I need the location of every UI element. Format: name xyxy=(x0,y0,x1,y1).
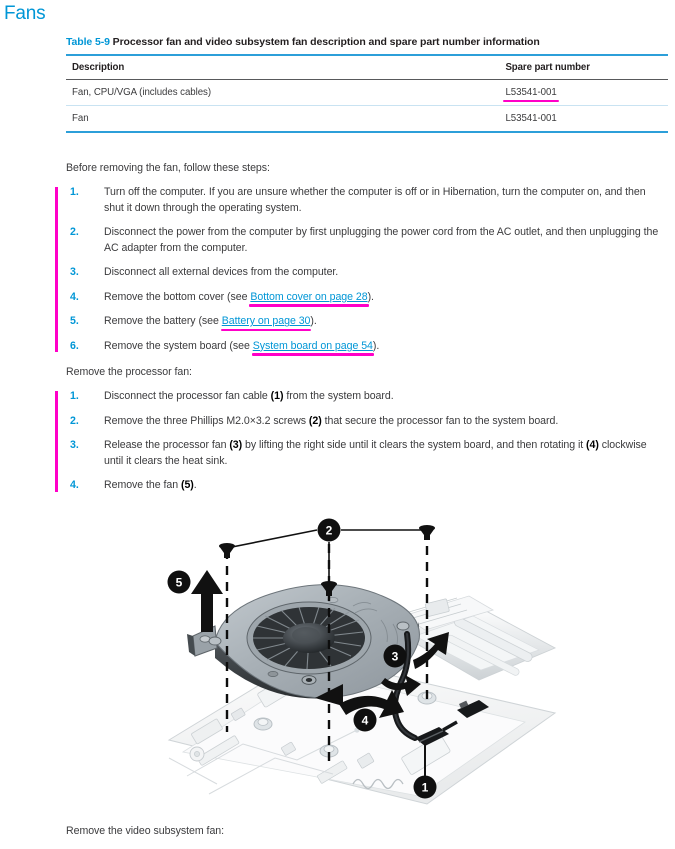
table-number: Table 5-9 xyxy=(66,36,110,48)
step-text-part: Disconnect the processor fan cable xyxy=(104,390,271,403)
step-text-part: that secure the processor fan to the sys… xyxy=(321,414,559,427)
table-header-row: Description Spare part number xyxy=(66,54,668,81)
step-text-part: clockwise until it clears the heat sink. xyxy=(104,439,647,467)
step-text: Disconnect all external devices from the… xyxy=(104,266,339,279)
step-number: 6. xyxy=(70,339,79,352)
step-text-part: by lifting the right side until it clear… xyxy=(242,439,587,452)
step-number: 3. xyxy=(70,439,79,452)
link-battery[interactable]: Battery on page 30 xyxy=(221,315,311,328)
cell-spare-part-number: L53541-001 xyxy=(499,79,668,107)
cell-description: Fan, CPU/VGA (includes cables) xyxy=(66,79,500,107)
callout-marker-3: 3 xyxy=(383,644,407,668)
step-text-part: Remove the fan xyxy=(104,479,181,492)
step-text-suffix: ). xyxy=(372,339,380,352)
table-row: Fan L53541-001 xyxy=(66,105,668,134)
step-text-part: Release the processor fan xyxy=(104,439,230,452)
fan-removal-figure: 2 5 3 4 1 xyxy=(157,508,577,808)
step-text: Disconnect the power from the computer b… xyxy=(104,226,659,254)
svg-text:5: 5 xyxy=(176,575,183,589)
list-item: 3. Release the processor fan (3) by lift… xyxy=(66,438,668,469)
step-number: 1. xyxy=(70,390,79,403)
list-item: 5. Remove the battery (see Battery on pa… xyxy=(66,314,668,329)
step-text: Turn off the computer. If you are unsure… xyxy=(104,186,646,214)
callout-marker-1: 1 xyxy=(413,775,437,799)
link-bottom-cover[interactable]: Bottom cover on page 28 xyxy=(250,290,368,303)
step-text-part: Remove the three Phillips M2.0×3.2 screw… xyxy=(104,414,309,427)
list-item: 2. Disconnect the power from the compute… xyxy=(66,225,668,256)
step-text-prefix: Remove the battery (see xyxy=(104,315,222,328)
step-text-part: from the system board. xyxy=(283,390,394,403)
step-text-suffix: ). xyxy=(310,315,317,328)
list-item: 1. Turn off the computer. If you are uns… xyxy=(66,185,668,216)
step-number: 1. xyxy=(70,186,79,199)
table-caption: Table 5-9 Processor fan and video subsys… xyxy=(66,36,668,49)
list-item: 6. Remove the system board (see System b… xyxy=(66,339,668,354)
list-item: 2. Remove the three Phillips M2.0×3.2 sc… xyxy=(66,414,668,429)
next-procedure-intro: Remove the video subsystem fan: xyxy=(66,824,225,837)
list-item: 4. Remove the fan (5). xyxy=(66,478,668,493)
procedure-intro: Remove the processor fan: xyxy=(66,366,192,379)
column-header-spare-part-number: Spare part number xyxy=(499,54,668,81)
page-content: Table 5-9 Processor fan and video subsys… xyxy=(55,36,668,839)
step-text-part: . xyxy=(193,479,197,492)
callout-2-leaders xyxy=(226,528,425,586)
list-item: 1. Disconnect the processor fan cable (1… xyxy=(66,389,668,404)
page-title: Fans xyxy=(4,3,46,24)
callout-ref: (4) xyxy=(586,439,599,452)
cell-description: Fan xyxy=(66,105,500,134)
callout-ref: (3) xyxy=(229,439,243,452)
table-row: Fan, CPU/VGA (includes cables) L53541-00… xyxy=(66,79,668,107)
step-text-suffix: ). xyxy=(367,290,374,303)
list-item: 3. Disconnect all external devices from … xyxy=(66,265,668,280)
step-number: 4. xyxy=(70,290,79,303)
column-header-description: Description xyxy=(66,54,500,81)
step-text-prefix: Remove the bottom cover (see xyxy=(104,290,251,303)
callout-marker-4: 4 xyxy=(353,708,377,732)
prelude-step-list: 1. Turn off the computer. If you are uns… xyxy=(55,185,668,354)
table-caption-text: Processor fan and video subsystem fan de… xyxy=(112,36,540,48)
processor-fan xyxy=(187,583,420,699)
spare-part-number-highlighted: L53541-001 xyxy=(503,87,559,103)
svg-text:1: 1 xyxy=(422,780,429,794)
list-item: 4. Remove the bottom cover (see Bottom c… xyxy=(66,290,668,305)
step-number: 3. xyxy=(70,266,79,279)
step-number: 2. xyxy=(70,414,79,427)
fan-removal-illustration: 2 5 3 4 1 xyxy=(167,518,557,805)
step-number: 5. xyxy=(70,315,79,328)
step-number: 4. xyxy=(70,479,79,492)
motion-arrows xyxy=(191,569,449,718)
svg-text:4: 4 xyxy=(362,713,369,727)
callout-markers: 2 5 3 4 1 xyxy=(167,518,437,799)
callout-marker-5: 5 xyxy=(167,570,191,594)
svg-text:3: 3 xyxy=(392,649,399,663)
callout-ref: (2) xyxy=(308,414,322,427)
step-text-prefix: Remove the system board (see xyxy=(104,339,253,352)
svg-text:2: 2 xyxy=(326,523,333,537)
callout-marker-2: 2 xyxy=(317,518,341,542)
screws xyxy=(219,524,435,596)
spare-parts-table: Description Spare part number Fan, CPU/V… xyxy=(66,54,668,134)
procedure-step-list: 1. Disconnect the processor fan cable (1… xyxy=(55,389,668,493)
step-number: 2. xyxy=(70,226,79,239)
screw-bosses xyxy=(253,691,437,758)
system-board-artwork xyxy=(167,595,557,805)
callout-ref: (1) xyxy=(270,390,284,403)
prelude-intro: Before removing the fan, follow these st… xyxy=(66,162,270,175)
link-system-board[interactable]: System board on page 54 xyxy=(252,339,373,352)
callout-ref: (5) xyxy=(180,479,194,492)
cell-spare-part-number: L53541-001 xyxy=(499,105,668,134)
coil-detail xyxy=(352,778,404,789)
